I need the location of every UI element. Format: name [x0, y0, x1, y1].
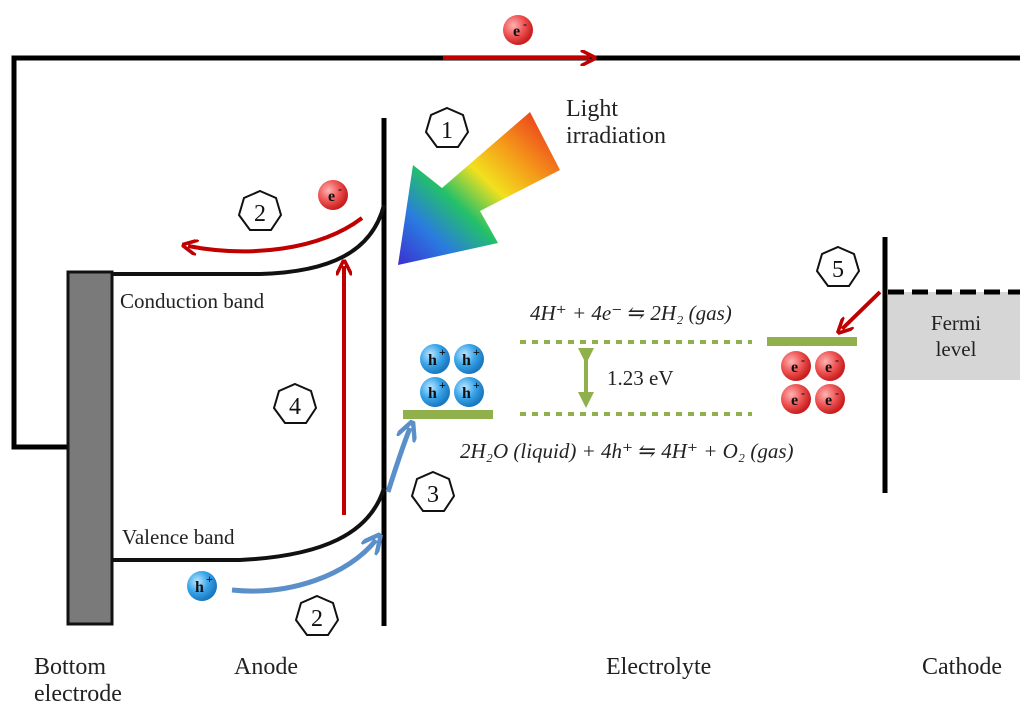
cathode-label: Cathode — [922, 654, 1002, 680]
transported-electron: e - — [318, 180, 348, 210]
fermi-label-line1: Fermi — [931, 311, 981, 335]
electron-transport-arrow — [188, 216, 364, 251]
light-irradiation-arrow — [398, 112, 560, 265]
electron-charge: - — [801, 353, 805, 367]
conduction-band-line — [112, 204, 386, 276]
step-badge-1: 1 — [424, 106, 470, 148]
electron: e - — [781, 384, 811, 414]
hole: h + — [420, 344, 450, 374]
hole: h + — [454, 344, 484, 374]
electron-label: e — [791, 392, 798, 409]
energy-gap-label: 1.23 eV — [607, 366, 674, 390]
bottom-electrode-label-line2: electrode — [34, 681, 122, 707]
reduction-equation: 4H⁺ + 4e⁻ ⇋ 2H₂ (gas) — [530, 301, 732, 325]
electron: e - — [815, 351, 845, 381]
electron-charge: - — [523, 17, 527, 31]
fermi-level-region — [888, 292, 1020, 380]
light-label-line1: Light — [566, 96, 618, 122]
step-number: 2 — [311, 606, 323, 632]
hole-charge: + — [439, 345, 446, 359]
anode-oxidation-level — [403, 410, 493, 419]
hole-label: h — [462, 385, 471, 402]
step-badge-2-hole: 2 — [294, 594, 340, 636]
hole: h + — [454, 377, 484, 407]
step-badge-2-electron: 2 — [237, 189, 283, 231]
electron: e - — [781, 351, 811, 381]
oxidation-equation: 2H₂O (liquid) + 4h⁺ ⇋ 4H⁺ + O₂ (gas) — [460, 439, 794, 463]
electron-charge: - — [835, 353, 839, 367]
electron-label: e — [513, 23, 520, 40]
step-number: 4 — [289, 394, 301, 420]
step-number: 3 — [427, 482, 439, 508]
step-number: 1 — [441, 118, 453, 144]
step-badge-5: 5 — [815, 245, 861, 287]
bottom-electrode-label-line1: Bottom — [34, 654, 106, 680]
electrolyte-label: Electrolyte — [606, 654, 711, 680]
step-badge-4: 4 — [272, 382, 318, 424]
hole-transfer-arrow — [385, 428, 410, 493]
hole-transport-arrow — [231, 540, 376, 594]
bottom-electrode — [66, 270, 114, 626]
hole-label: h — [195, 579, 204, 596]
electron-cluster: e - e - e - e - — [781, 351, 845, 414]
step-number: 2 — [254, 201, 266, 227]
hole-cluster: h + h + h + h + — [420, 344, 484, 407]
valence-band-line — [112, 487, 386, 562]
electron-label: e — [328, 188, 335, 205]
transported-hole: h + — [187, 571, 217, 601]
electron-label: e — [791, 359, 798, 376]
valence-band-label: Valence band — [122, 525, 235, 549]
electron-charge: - — [835, 386, 839, 400]
electron-charge: - — [338, 182, 342, 196]
electron: e - — [815, 384, 845, 414]
hole-label: h — [428, 385, 437, 402]
hole-charge: + — [473, 345, 480, 359]
electron-label: e — [825, 359, 832, 376]
circuit-electron: e - — [503, 15, 533, 45]
electron-label: e — [825, 392, 832, 409]
hole-label: h — [462, 352, 471, 369]
hole-charge: + — [206, 572, 213, 586]
light-label-line2: irradiation — [566, 123, 666, 149]
fermi-label-line2: level — [936, 337, 977, 361]
hole-charge: + — [439, 378, 446, 392]
step-badge-3: 3 — [410, 470, 456, 512]
hole-charge: + — [473, 378, 480, 392]
step-number: 5 — [832, 257, 844, 283]
external-circuit-wire — [11, 55, 1020, 450]
electron-injection-arrow — [842, 290, 882, 329]
conduction-band-label: Conduction band — [120, 289, 265, 313]
anode-label: Anode — [234, 654, 298, 680]
hole-label: h — [428, 352, 437, 369]
electron-charge: - — [801, 386, 805, 400]
hole: h + — [420, 377, 450, 407]
cathode-reduction-level — [767, 337, 857, 346]
